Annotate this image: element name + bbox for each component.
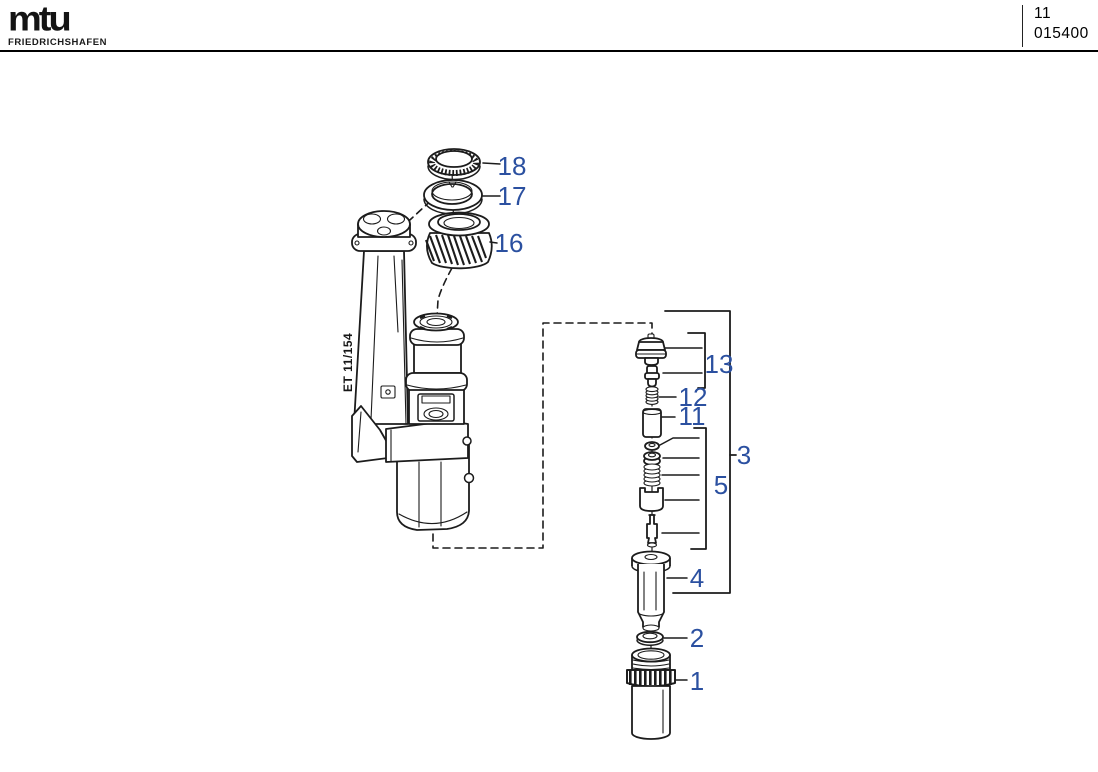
bracket-13 [687,332,706,389]
callout-labels: 18 17 16 13 12 11 5 3 4 2 1 [495,151,752,696]
side-bolt-upper [462,436,472,446]
housing-side-lug [351,405,389,463]
part-5e-plunger [646,514,658,548]
callout-12: 12 [679,382,708,412]
bracket-3 [664,310,731,594]
housing-mount-block [385,420,469,463]
part-18-knurled-ring [427,148,481,181]
pump-flange [405,372,468,392]
leader-5a [659,437,700,446]
leader-16 [489,241,498,244]
header-rule [0,50,1098,52]
callout-1: 1 [690,666,704,696]
pump-neck [413,343,462,374]
callout-2: 2 [690,623,704,653]
part-1-coupling-sleeve [626,647,676,740]
part-16-helical-gear [425,211,493,270]
header-divider-line [1022,5,1023,47]
leader-18 [482,162,501,165]
mtu-logo-subtext: FRIEDRICHSHAFEN [8,37,108,48]
callout-3: 3 [737,440,751,470]
callout-11: 11 [679,401,706,431]
housing-assembly: ET 11/154 [341,210,475,531]
callout-4: 4 [690,563,704,593]
part-5d-valve-holder [639,487,664,512]
part-13a-valve-cap [635,333,667,366]
doc-number: 015400 [1034,25,1089,42]
group-brackets [664,310,737,594]
housing-lower-body [396,443,470,531]
page-number: 11 [1034,5,1052,22]
part-11-sleeve [642,408,662,438]
part-5a-ring [644,441,660,451]
callout-18: 18 [498,151,527,181]
mtu-logo-text: mtu [8,0,72,39]
callout-17: 17 [498,181,527,211]
callout-13: 13 [705,349,734,379]
bracket-5 [690,427,707,550]
callout-16: 16 [495,228,524,258]
cap-hole-right [386,213,406,225]
bolt-boss [380,385,396,399]
side-bolt-lower [463,472,475,484]
leader-lines [482,162,703,681]
part-5b-washer-pair [643,451,661,466]
cap-hole-center [376,226,392,236]
part-4-barrel [631,550,671,632]
part-2-washer [636,630,664,646]
part-12-spring [645,386,659,405]
mtu-logo: mtu FRIEDRICHSHAFEN [8,0,108,48]
cap-hole-left [362,213,382,225]
pump-collar [409,328,465,346]
part-13b-fitting [644,365,660,388]
callout-5: 5 [714,470,728,500]
dashed-connector [432,322,653,549]
drawing-ref-label: ET 11/154 [341,333,355,392]
part-17-seal-ring [423,179,483,215]
part-5c-spring [643,463,661,487]
